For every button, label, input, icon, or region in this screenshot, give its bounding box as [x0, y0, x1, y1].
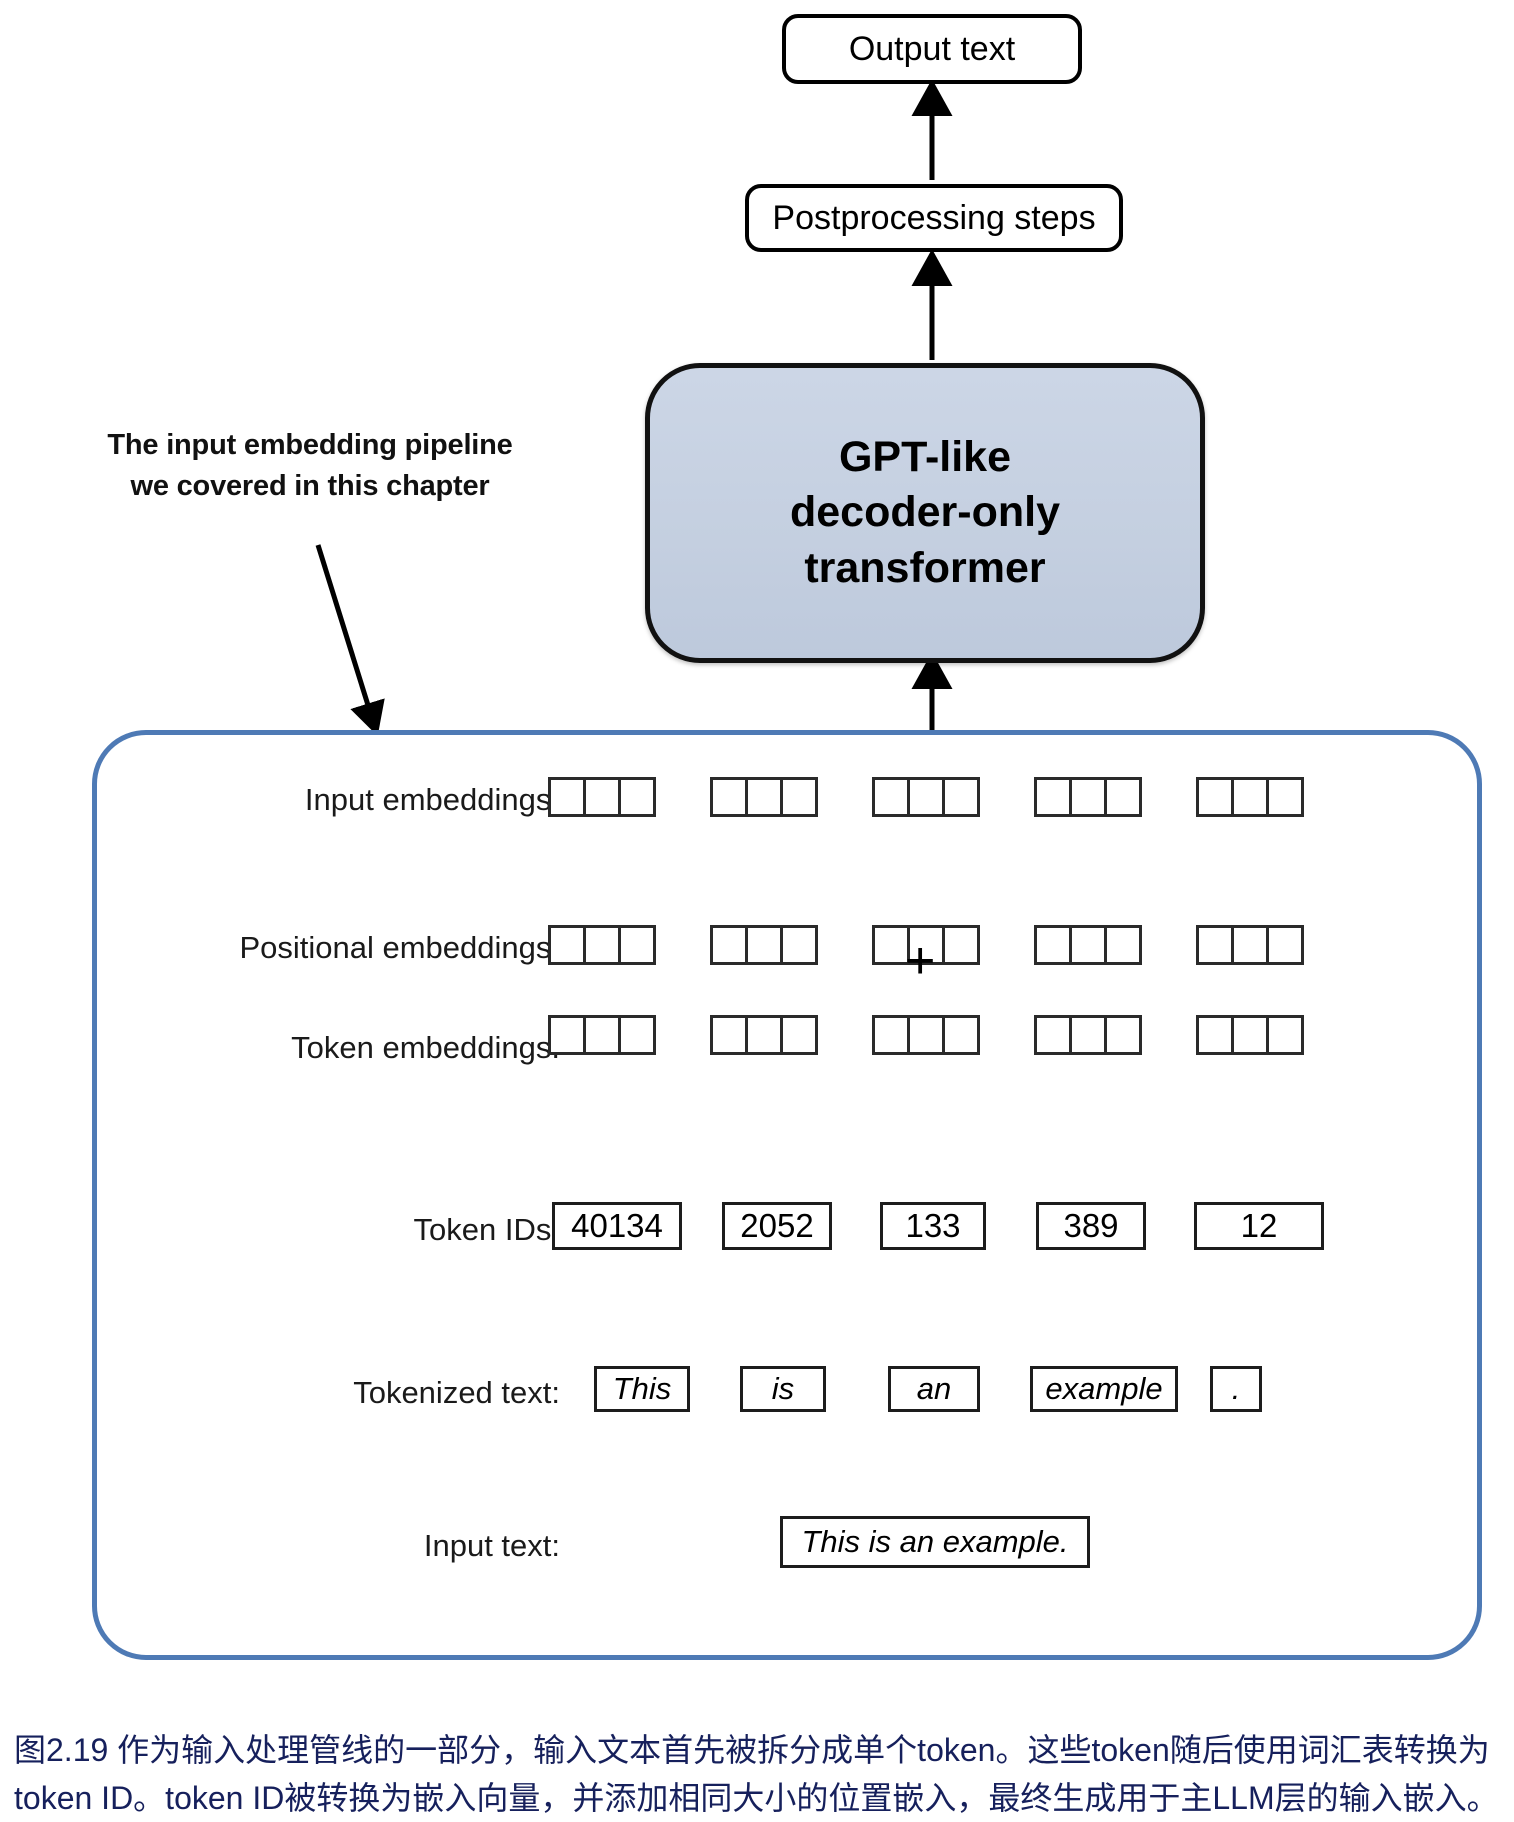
positional-embedding-cell: [1104, 925, 1142, 965]
positional-embedding-group-5: [1196, 925, 1304, 965]
positional-embedding-cell: [872, 925, 910, 965]
plus-sign: +: [905, 932, 936, 990]
positional-embedding-cell: [1231, 925, 1269, 965]
input-embedding-cell: [942, 777, 980, 817]
input-embedding-cell: [710, 777, 748, 817]
token-embedding-cell: [1266, 1015, 1304, 1055]
token-id-box: 12: [1194, 1202, 1324, 1250]
token-id-box: 40134: [552, 1202, 682, 1250]
annotation-line-2: we covered in this chapter: [130, 470, 490, 503]
token-embedding-cell: [548, 1015, 586, 1055]
token-id-box: 2052: [722, 1202, 832, 1250]
positional-embedding-cell: [942, 925, 980, 965]
pipeline-annotation: The input embedding pipeline we covered …: [90, 425, 530, 507]
token-id-box: 389: [1036, 1202, 1146, 1250]
token-embedding-group-3: [872, 1015, 980, 1055]
gpt-label-line-2: decoder-only: [790, 488, 1060, 537]
input-embedding-cell: [583, 777, 621, 817]
token-embedding-cell: [1034, 1015, 1072, 1055]
token-embedding-cell: [1196, 1015, 1234, 1055]
figure-caption: 图2.19 作为输入处理管线的一部分，输入文本首先被拆分成单个token。这些t…: [14, 1726, 1506, 1822]
token-embedding-cell: [1231, 1015, 1269, 1055]
positional-embedding-cell: [1034, 925, 1072, 965]
input-embedding-cell: [907, 777, 945, 817]
gpt-label-line-3: transformer: [804, 543, 1046, 592]
input-text-box: This is an example.: [780, 1516, 1090, 1568]
input-embedding-group-2: [710, 777, 818, 817]
token-embedding-cell: [745, 1015, 783, 1055]
input-embedding-cell: [1069, 777, 1107, 817]
row-label-token-embeddings: Token embeddings:: [291, 1030, 560, 1065]
input-embedding-pipeline-container: [92, 730, 1482, 1660]
caption-line-1: 图2.19 作为输入处理管线的一部分，输入文本首先被拆分成单个token。这些t…: [14, 1732, 1490, 1768]
postprocessing-steps-box: Postprocessing steps: [745, 184, 1123, 252]
token-embedding-cell: [942, 1015, 980, 1055]
positional-embedding-cell: [548, 925, 586, 965]
caption-line-2: token ID。token ID被转换为嵌入向量，并添加相同大小的位置嵌入，最…: [14, 1780, 1499, 1816]
positional-embedding-cell: [1266, 925, 1304, 965]
input-embedding-cell: [618, 777, 656, 817]
token-embedding-cell: [710, 1015, 748, 1055]
tokenized-text-box: is: [740, 1366, 826, 1412]
positional-embedding-group-2: [710, 925, 818, 965]
input-embedding-cell: [1266, 777, 1304, 817]
positional-embedding-group-4: [1034, 925, 1142, 965]
output-text-box: Output text: [782, 14, 1082, 84]
row-label-input-text: Input text:: [423, 1528, 560, 1563]
input-embedding-group-1: [548, 777, 656, 817]
token-embedding-cell: [780, 1015, 818, 1055]
positional-embedding-cell: [745, 925, 783, 965]
token-id-box: 133: [880, 1202, 986, 1250]
tokenized-text-box: This: [594, 1366, 690, 1412]
input-embedding-cell: [872, 777, 910, 817]
row-label-token-ids: Token IDs:: [413, 1212, 560, 1247]
token-embedding-cell: [1104, 1015, 1142, 1055]
input-embedding-cell: [1034, 777, 1072, 817]
gpt-label-line-1: GPT-like: [838, 433, 1012, 482]
positional-embedding-cell: [1069, 925, 1107, 965]
positional-embedding-cell: [583, 925, 621, 965]
input-embedding-group-5: [1196, 777, 1304, 817]
input-embedding-group-3: [872, 777, 980, 817]
input-embedding-cell: [548, 777, 586, 817]
annotation-line-1: The input embedding pipeline: [107, 429, 513, 461]
positional-embedding-cell: [907, 925, 945, 965]
tokenized-text-box: .: [1210, 1366, 1262, 1412]
row-label-positional-embeddings: Positional embeddings:: [239, 930, 560, 965]
token-embedding-cell: [907, 1015, 945, 1055]
token-embedding-group-2: [710, 1015, 818, 1055]
token-embedding-group-5: [1196, 1015, 1304, 1055]
positional-embedding-cell: [1196, 925, 1234, 965]
gpt-transformer-box: GPT-like decoder-only transformer: [645, 363, 1205, 663]
tokenized-text-box: example: [1030, 1366, 1178, 1412]
row-label-tokenized-text: Tokenized text:: [353, 1375, 560, 1410]
positional-embedding-group-1: [548, 925, 656, 965]
positional-embedding-cell: [780, 925, 818, 965]
token-embedding-cell: [583, 1015, 621, 1055]
input-embedding-cell: [745, 777, 783, 817]
input-embedding-cell: [1196, 777, 1234, 817]
positional-embedding-cell: [710, 925, 748, 965]
input-embedding-cell: [780, 777, 818, 817]
tokenized-text-box: an: [888, 1366, 980, 1412]
positional-embedding-cell: [618, 925, 656, 965]
token-embedding-cell: [872, 1015, 910, 1055]
input-embedding-cell: [1231, 777, 1269, 817]
token-embedding-cell: [1069, 1015, 1107, 1055]
output-text-label: Output text: [848, 29, 1016, 68]
token-embedding-group-1: [548, 1015, 656, 1055]
input-embedding-group-4: [1034, 777, 1142, 817]
row-label-input-embeddings: Input embeddings:: [304, 782, 560, 817]
postprocessing-steps-label: Postprocessing steps: [772, 198, 1096, 237]
token-embedding-cell: [618, 1015, 656, 1055]
positional-embedding-group-3: [872, 925, 980, 965]
token-embedding-group-4: [1034, 1015, 1142, 1055]
input-embedding-cell: [1104, 777, 1142, 817]
